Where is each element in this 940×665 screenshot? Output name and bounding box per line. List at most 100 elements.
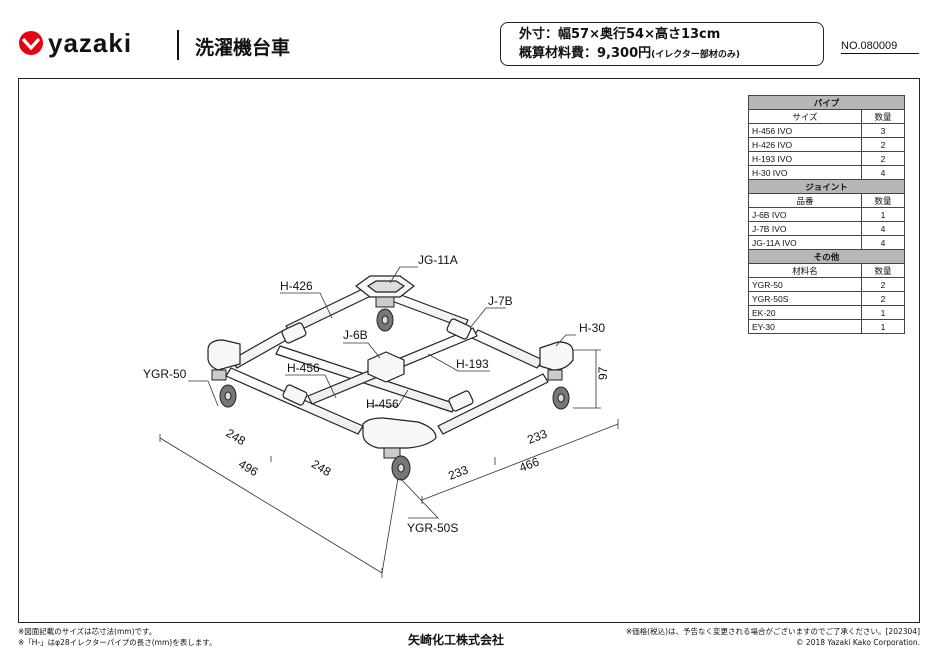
dim-496: 496 <box>236 457 261 479</box>
company-name: 矢崎化工株式会社 <box>408 633 505 647</box>
spec-price-label: 概算材料費：9,300円 <box>519 46 652 61</box>
label-h426: H-426 <box>280 279 313 293</box>
dim-233-right-inner: 233 <box>446 462 470 482</box>
leader-j6b <box>343 342 381 359</box>
leader-lines <box>188 266 576 519</box>
col-header-name: 品番 <box>748 193 862 208</box>
joint-jg11a-left <box>207 339 241 371</box>
label-ygr50s: YGR-50S <box>407 521 458 535</box>
caster-front <box>383 447 411 481</box>
dimension-lines <box>159 349 619 578</box>
part-qty: 4 <box>861 165 905 180</box>
leader-h426 <box>280 292 333 319</box>
part-qty: 2 <box>861 291 905 306</box>
dim-466: 466 <box>517 454 541 474</box>
footer-note: ※「H-」はφ28イレクターパイプの長さ(mm)を表します。 <box>18 638 217 647</box>
label-ygr50: YGR-50 <box>143 367 187 381</box>
part-qty: 2 <box>861 137 905 152</box>
caster-rear <box>375 296 395 332</box>
spec-dimensions: 外寸：幅57×奥行54×高さ13cm <box>519 27 721 42</box>
joint-j7b-right <box>446 318 472 340</box>
label-h456b: H-456 <box>366 397 399 411</box>
label-jg11a: JG-11A <box>418 253 458 267</box>
yazaki-logo-icon <box>19 31 43 55</box>
joint-jg11a-right <box>539 341 574 371</box>
leader-h456b <box>368 389 409 407</box>
part-qty: 1 <box>861 305 905 320</box>
joint-j6b-center <box>367 351 405 383</box>
joint-jg11a-rear-top <box>366 280 406 293</box>
col-header-qty: 数量 <box>861 109 905 124</box>
leader-ygr50s <box>399 477 439 519</box>
part-qty: 2 <box>861 151 905 166</box>
spec-box: 外寸：幅57×奥行54×高さ13cm 概算材料費：9,300円(イレクター部材の… <box>500 22 824 66</box>
pipe-right-front <box>437 373 549 435</box>
part-qty: 4 <box>861 221 905 236</box>
joint-j7b-front-left <box>282 384 308 406</box>
dim-line-front-right <box>421 423 619 501</box>
caster-right <box>547 369 570 410</box>
part-name: JG-11A IVO <box>748 235 862 250</box>
spec-price: 概算材料費：9,300円(イレクター部材のみ) <box>519 44 823 65</box>
dim-248-left-outer: 248 <box>224 426 249 448</box>
col-header-qty: 数量 <box>861 263 905 278</box>
part-name: EY-30 <box>748 319 862 334</box>
copyright: © 2018 Yazaki Kako Corporation. <box>796 638 920 647</box>
footer-notes-right: ※価格(税込)は、予告なく変更される場合がございますのでご了承ください。[202… <box>626 626 920 648</box>
section-title-joint: ジョイント <box>748 179 905 194</box>
leader-h193 <box>427 353 490 372</box>
label-h456a: H-456 <box>287 361 320 375</box>
part-name: H-193 IVO <box>748 151 862 166</box>
header-divider <box>177 30 179 60</box>
joint-jg11a-front <box>362 417 437 449</box>
part-qty: 1 <box>861 319 905 334</box>
part-name: J-7B IVO <box>748 221 862 236</box>
leader-h30 <box>555 334 576 347</box>
part-name: YGR-50 <box>748 277 862 292</box>
doc-number: NO.080009 <box>841 40 919 54</box>
col-header-name: 材料名 <box>748 263 862 278</box>
part-qty: 4 <box>861 235 905 250</box>
dim-248-left-inner: 248 <box>309 457 334 479</box>
dim-97: 97 <box>596 366 610 380</box>
section-title-other: その他 <box>748 249 905 264</box>
brand-logo: yazaki <box>18 30 132 56</box>
cart-diagram: JG-11A H-426 J-7B J-6B H-30 YGR-50 H-456… <box>143 253 619 578</box>
price-note: ※価格(税込)は、予告なく変更される場合がございますのでご了承ください。[202… <box>625 627 920 636</box>
joint-j7b-left <box>281 322 307 344</box>
part-name: H-426 IVO <box>748 137 862 152</box>
leader-jg11a <box>389 266 418 284</box>
brand-name: yazaki <box>48 28 133 58</box>
part-qty: 3 <box>861 123 905 138</box>
leader-ygr50 <box>188 380 219 407</box>
spec-price-note: (イレクター部材のみ) <box>651 50 740 60</box>
label-h30: H-30 <box>579 321 605 335</box>
part-name: H-456 IVO <box>748 123 862 138</box>
part-qty: 1 <box>861 207 905 222</box>
part-name: YGR-50S <box>748 291 862 306</box>
caster-left <box>211 369 237 408</box>
part-name: J-6B IVO <box>748 207 862 222</box>
footer-notes-left: ※図面記載のサイズは芯寸法(mm)です。 ※「H-」はφ28イレクターパイプの長… <box>18 626 216 648</box>
label-j7b: J-7B <box>488 294 513 308</box>
label-j6b: J-6B <box>343 328 368 342</box>
part-name: EK-20 <box>748 305 862 320</box>
drawing-frame <box>18 78 920 623</box>
joint-j7b-front-right <box>448 390 474 412</box>
col-header-name: サイズ <box>748 109 862 124</box>
casters <box>211 296 570 481</box>
part-qty: 2 <box>861 277 905 292</box>
joints <box>207 275 574 449</box>
dim-233-right-outer: 233 <box>525 426 549 446</box>
leader-h456a <box>285 374 337 399</box>
part-name: H-30 IVO <box>748 165 862 180</box>
footer-note: ※図面記載のサイズは芯寸法(mm)です。 <box>18 627 157 636</box>
